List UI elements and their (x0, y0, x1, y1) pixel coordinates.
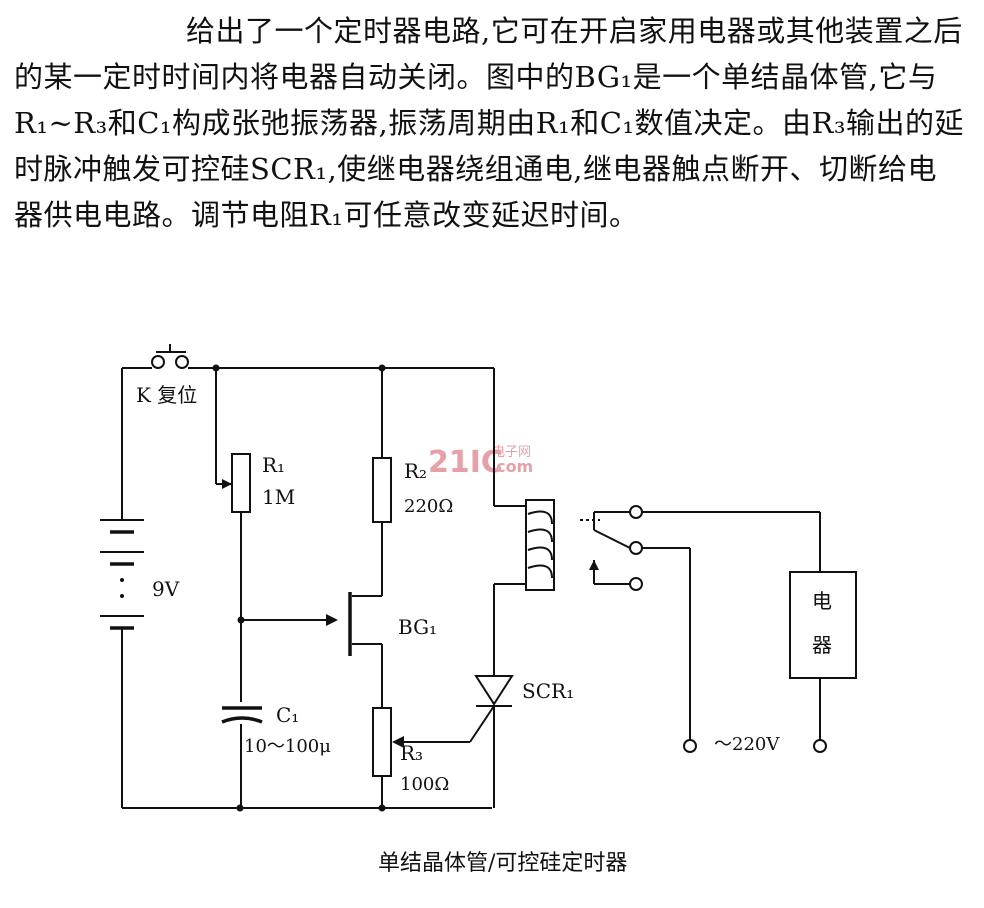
relay-coil (525, 499, 555, 591)
battery-label: 9V (152, 577, 180, 601)
watermark-logo: 21IC 电子网 .com (428, 445, 533, 480)
bg1-label: BG₁ (398, 615, 437, 639)
r2-name: R₂ (404, 459, 427, 483)
c1-value: 10～100μ (244, 736, 331, 757)
top-rail-wire (121, 367, 494, 500)
capacitor-c1: C₁ 10～100μ (221, 703, 331, 808)
resistor-r2: R₂ 220Ω (352, 364, 453, 597)
resistor-r1: R₁ 1M (212, 364, 295, 702)
appliance-label-2: 器 (812, 633, 832, 657)
watermark-main: 21IC (428, 445, 503, 480)
reset-switch: K 复位 (136, 344, 197, 407)
appliance-label-1: 电 (812, 589, 832, 613)
description-paragraph: 给出了一个定时器电路,它可在开启家用电器或其他装置之后的某一定时时间内将电器自动… (14, 8, 964, 238)
r1-name: R₁ (262, 453, 285, 477)
scr1-label: SCR₁ (522, 679, 574, 703)
r2-value: 220Ω (404, 496, 453, 517)
mains-wiring: ～220V (642, 511, 827, 755)
appliance-box: 电 器 (789, 571, 857, 679)
c1-name: C₁ (276, 703, 299, 727)
thyristor-scr1: SCR₁ (469, 368, 574, 808)
watermark-sub: 电子网 (492, 445, 531, 460)
bottom-rail-wire (122, 804, 492, 812)
figure-caption: 单结晶体管/可控硅定时器 (378, 851, 627, 876)
description-text: 给出了一个定时器电路,它可在开启家用电器或其他装置之后的某一定时时间内将电器自动… (14, 14, 964, 232)
r3-name: R₃ (400, 741, 423, 765)
emitter-wire (237, 614, 338, 626)
relay-contacts (580, 505, 643, 591)
r1-value: 1M (262, 485, 295, 509)
battery-9v: 9V (100, 500, 180, 808)
r3-value: 100Ω (400, 774, 449, 795)
ac-source-label: ～220V (714, 734, 780, 755)
reset-switch-label: K 复位 (136, 383, 197, 407)
unijunction-transistor-bg1: BG₁ (348, 592, 437, 708)
resistor-r3: R₃ 100Ω (372, 707, 470, 808)
watermark-com: .com (490, 457, 533, 476)
